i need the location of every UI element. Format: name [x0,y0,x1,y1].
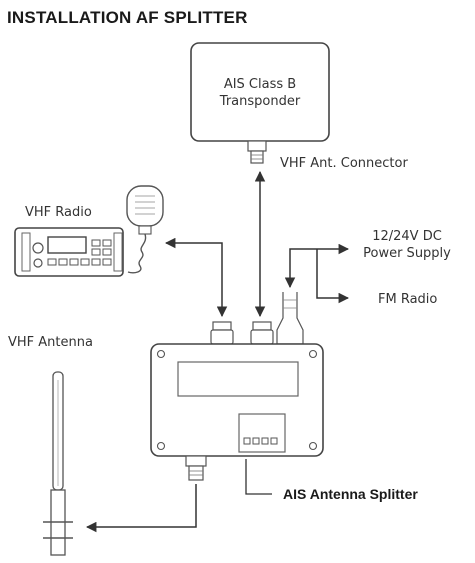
ais-antenna-splitter-device [150,292,324,481]
vhf-antenna-device [43,371,73,556]
ais-transponder-device [190,42,330,164]
vhf-radio-label: VHF Radio [25,205,92,220]
transponder-label: AIS Class B Transponder [191,76,329,110]
power-supply-line1: 12/24V DC [372,229,442,244]
fm-link [316,249,350,304]
splitter-leader [245,459,272,495]
antenna-splitter-link [85,484,197,533]
transponder-label-line1: AIS Class B [223,77,297,92]
vhf-antenna-label: VHF Antenna [8,335,93,350]
connection-lines [85,170,350,533]
page-title: INSTALLATION AF SPLITTER [7,8,248,27]
radio-splitter-link [164,237,228,318]
fm-radio-label: FM Radio [378,292,438,307]
vhf-ant-connector-label: VHF Ant. Connector [280,156,408,171]
transponder-label-line2: Transponder [219,94,301,109]
power-link [284,243,350,289]
power-supply-label: 12/24V DC Power Supply [352,228,462,262]
power-supply-line2: Power Supply [363,246,451,261]
vhf-radio-device [14,185,164,277]
splitter-label: AIS Antenna Splitter [283,486,418,502]
